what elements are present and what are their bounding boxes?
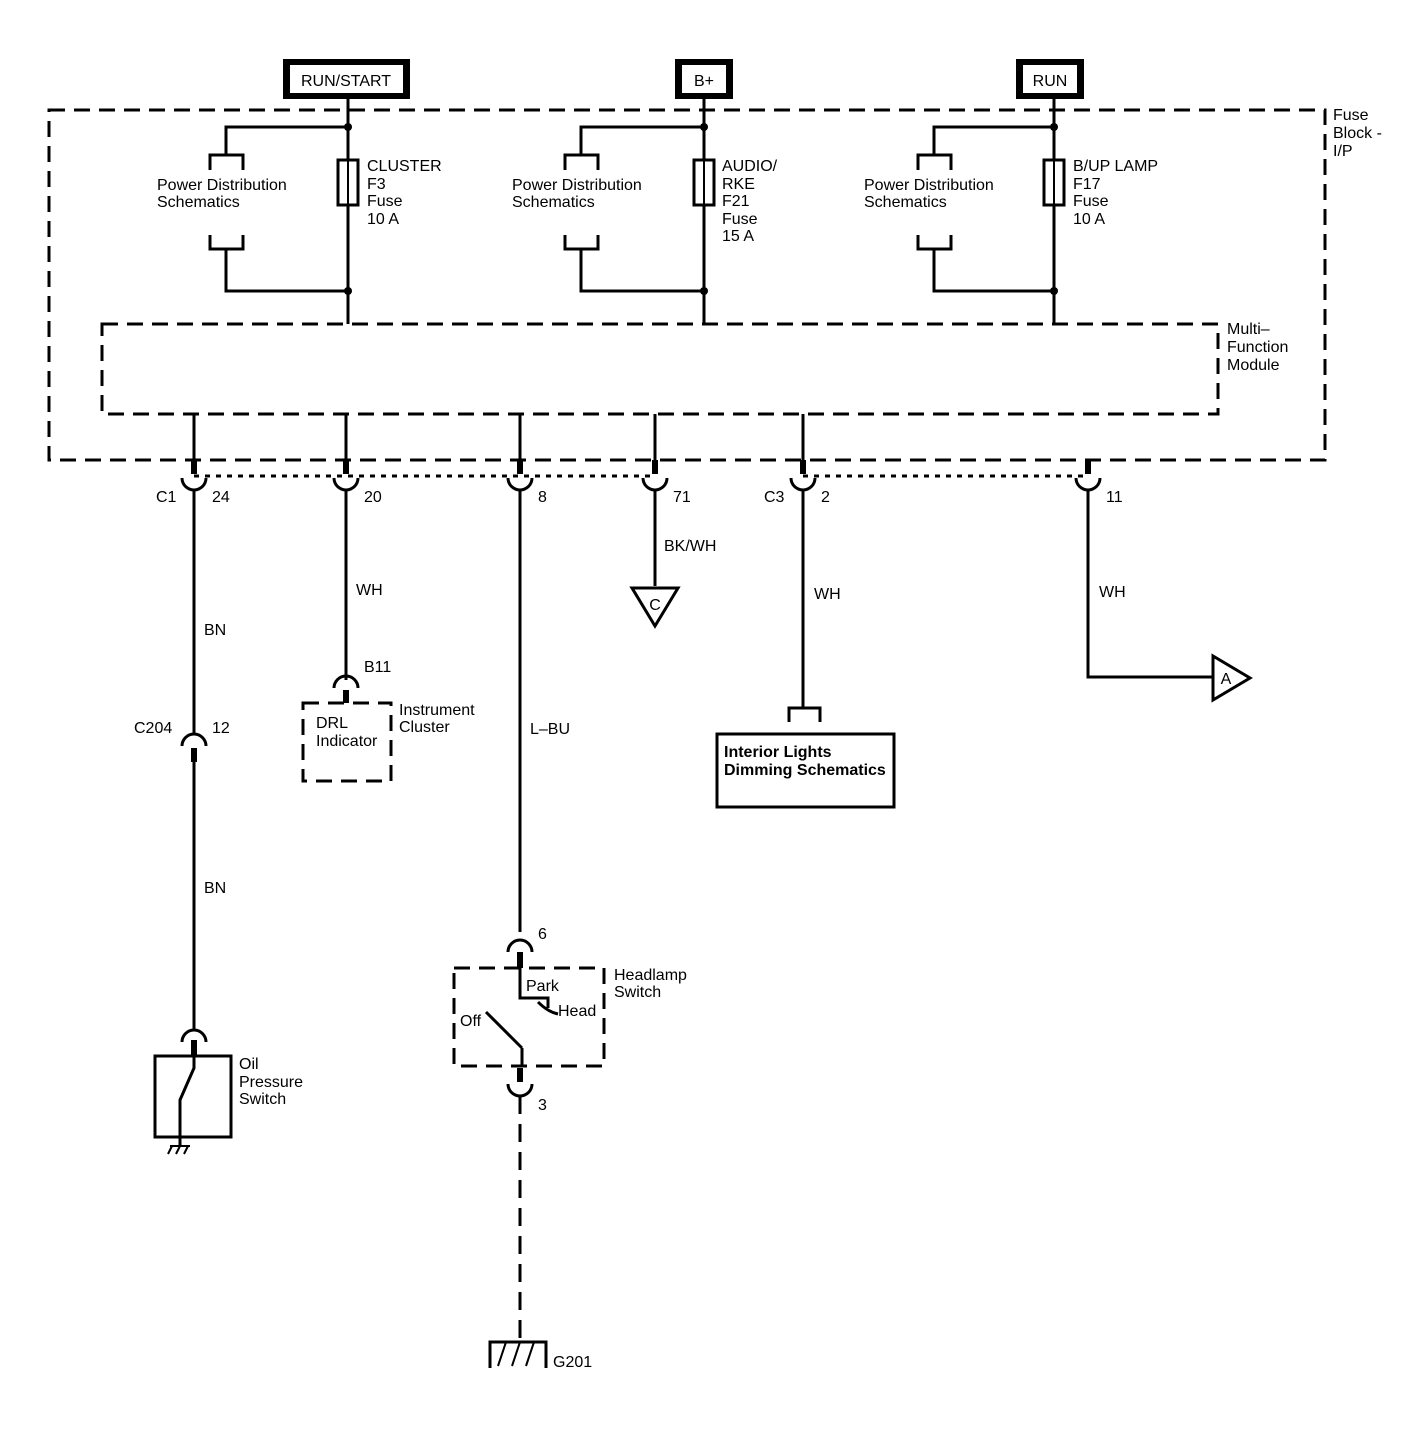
fuse-circuit-bup-lamp: Power Distribution Schematics B/UP LAMP … [864,99,1158,324]
fuse-bup-line-2: F17 [1073,176,1101,193]
interior-lights-line-1: Interior Lights [724,744,832,761]
pin-20-label: 20 [364,489,382,506]
mfm-title-line-1: Multi– [1227,321,1270,338]
pin-71-label: 71 [673,489,691,506]
switch-blade [484,1010,524,1050]
pin-6-label: 6 [538,926,547,943]
instrument-cluster-boundary [301,701,393,783]
power-dist-label-1-line-1: Power Distribution [157,177,287,194]
fuse-audio-line-2: RKE [722,176,755,193]
power-source-b-plus: B+ [675,59,733,99]
offpage-c-label: C [649,597,661,614]
fuse-bup-line-3: Fuse [1073,193,1109,210]
fuse-audio-line-5: 15 A [722,228,754,245]
fuse-audio-line-1: AUDIO/ [722,158,778,175]
fuse-cluster-line-2: F3 [367,176,386,193]
power-dist-connector-bottom-3 [916,235,953,251]
offpage-connector-a: A [1211,653,1253,703]
power-source-run-start: RUN/START [283,59,410,99]
pin-8-label: 8 [538,489,547,506]
fuse-block-boundary [47,108,1327,462]
pin-24-label: 24 [212,489,230,506]
switch-head-label: Head [558,1003,596,1020]
instrument-cluster-title-line-2: Cluster [399,719,450,736]
ground-g201: G201 [488,1340,592,1371]
offpage-a-label: A [1221,671,1232,688]
fuse-bup-line-1: B/UP LAMP [1073,158,1158,175]
connector-b11-label: B11 [364,659,391,676]
oil-switch-line-3: Switch [239,1091,286,1108]
power-dist-label-1-line-2: Schematics [157,194,240,211]
connector-c1-label: C1 [156,489,177,506]
fuse-block-title-line-1: Fuse [1333,107,1369,124]
headlamp-switch-title-line-1: Headlamp [614,967,687,984]
connector-c204 [180,732,208,762]
power-source-b-plus-label: B+ [694,73,714,90]
oil-switch-line-2: Pressure [239,1074,303,1091]
power-dist-label-3-line-2: Schematics [864,194,947,211]
drl-indicator-line-2: Indicator [316,733,378,750]
pin-3-label: 3 [538,1097,547,1114]
wire-bn-lower-label: BN [204,880,226,897]
drl-indicator-line-1: DRL [316,715,348,732]
fuse-audio-line-3: F21 [722,193,750,210]
power-source-run-start-label: RUN/START [301,73,391,90]
wire-bk-wh-label: BK/WH [664,538,716,555]
instrument-cluster: B11 DRL Indicator Instrument Cluster [301,659,475,783]
pin-12-label: 12 [212,720,230,737]
fuse-block-title-line-2: Block - [1333,125,1382,142]
mfm-title-line-2: Function [1227,339,1288,356]
headlamp-switch-boundary [452,966,606,1068]
pin-11-label: 11 [1106,489,1123,506]
power-dist-connector-bottom-1 [208,235,245,251]
oil-switch-line-1: Oil [239,1056,259,1073]
offpage-connector-c: C [629,586,681,629]
power-dist-label-2-line-2: Schematics [512,194,595,211]
wire-l-bu-label: L–BU [530,721,570,738]
fuse-circuit-cluster: Power Distribution Schematics CLUSTER F3… [157,99,442,324]
power-dist-connector-top-1 [208,153,245,170]
offpage-triangle-a-icon [1211,653,1253,703]
power-dist-connector-top-3 [916,153,953,170]
power-source-run: RUN [1016,59,1084,99]
fuse-block-title-line-3: I/P [1333,143,1353,160]
power-dist-label-2-line-1: Power Distribution [512,177,642,194]
instrument-cluster-title-line-1: Instrument [399,702,475,719]
power-dist-connector-top-2 [563,153,600,170]
switch-off-label: Off [460,1013,482,1030]
interior-lights-line-2: Dimming Schematics [724,762,886,779]
wire-wh-11 [1086,490,1212,679]
wire-wh-11-label: WH [1099,584,1126,601]
fuse-audio-line-4: Fuse [722,211,758,228]
oil-pressure-switch: Oil Pressure Switch [153,1028,303,1155]
ground-symbol-icon [488,1340,548,1368]
power-dist-label-3-line-1: Power Distribution [864,177,994,194]
wire-bn-upper-label: BN [204,622,226,639]
wire-wh-cluster-label: WH [356,582,383,599]
head-contact [536,1000,559,1016]
multi-function-module-boundary [100,322,1220,416]
headlamp-switch-title-line-2: Switch [614,984,661,1001]
power-source-run-label: RUN [1033,73,1068,90]
fuse-bup-line-4: 10 A [1073,211,1105,228]
fuse-circuit-audio: Power Distribution Schematics AUDIO/ RKE… [512,99,778,324]
fuse-cluster-line-1: CLUSTER [367,158,442,175]
interior-lights-dimming: Interior Lights Dimming Schematics [715,706,896,809]
headlamp-switch: 6 Park Head Off Headlamp Switch 3 [452,926,687,1114]
wire-wh-c3-label: WH [814,586,841,603]
ground-g201-label: G201 [553,1354,592,1371]
offpage-triangle-c-icon [629,586,681,629]
interior-lights-box [715,732,896,809]
pin-2-label: 2 [821,489,830,506]
fuse-cluster-line-3: Fuse [367,193,403,210]
connector-c204-label: C204 [134,720,172,737]
connector-c3-label: C3 [764,489,785,506]
mfm-title-line-3: Module [1227,357,1280,374]
switch-park-label: Park [526,978,560,995]
power-dist-connector-bottom-2 [563,235,600,251]
fuse-cluster-line-4: 10 A [367,211,399,228]
